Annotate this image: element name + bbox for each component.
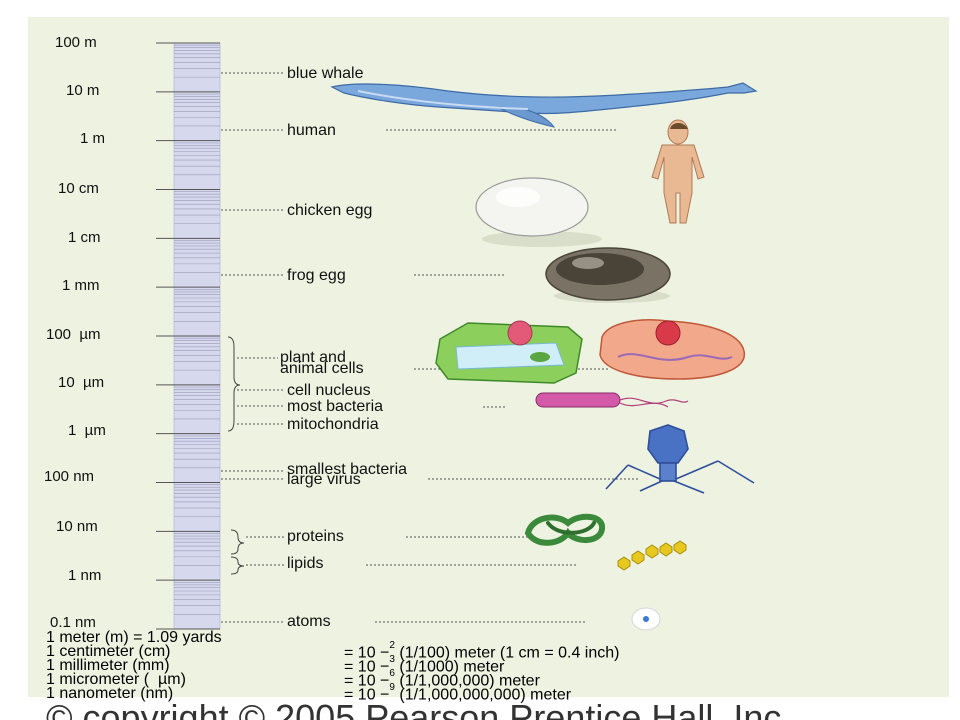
conversion-row: 1 micrometer ( µm) = 10 −6 (1/1,000,000)… — [46, 668, 926, 689]
tick-label: 10 µm — [58, 374, 104, 391]
conversion-row: 1 millimeter (mm) = 10 −3 (1/1000) meter — [46, 654, 926, 675]
tick-label: 1 m — [80, 130, 105, 147]
protein-icon — [524, 513, 605, 546]
virus-icon — [605, 424, 755, 494]
tick-label: 100 m — [55, 34, 97, 51]
tick-label: 100 nm — [44, 468, 94, 485]
label-smallest-bacteria: smallest bacteria — [287, 461, 407, 478]
scale-major-ticks — [156, 42, 220, 630]
label-human: human — [287, 122, 336, 139]
conversion-value: = 10 −3 (1/1000) meter — [344, 654, 505, 676]
label-lipids: lipids — [287, 555, 323, 572]
conversion-value: = 10 −9 (1/1,000,000,000) meter — [344, 682, 572, 704]
label-mitochondria: mitochondria — [287, 416, 379, 433]
label-cells-line1: plant and — [280, 349, 346, 366]
conversion-row: 1 centimeter (cm) = 10 −2 (1/100) meter … — [46, 640, 926, 661]
cells-icon — [435, 319, 745, 384]
label-atoms: atoms — [287, 613, 331, 630]
label-blue-whale: blue whale — [287, 65, 364, 82]
brackets — [227, 336, 245, 575]
tick-label: 10 cm — [58, 180, 99, 197]
chicken-egg-icon — [475, 177, 602, 247]
label-proteins: proteins — [287, 528, 344, 545]
tick-label: 1 mm — [62, 277, 100, 294]
tick-label: 10 m — [66, 82, 99, 99]
conversion-unit: 1 meter (m) = 1.09 yards — [46, 629, 222, 646]
human-figure-icon — [651, 119, 705, 224]
tick-label: 10 nm — [56, 518, 98, 535]
lipid-icon — [617, 540, 687, 571]
label-frog-egg: frog egg — [287, 267, 346, 284]
conversion-unit: 1 micrometer ( µm) — [46, 671, 186, 688]
label-chicken-egg: chicken egg — [287, 202, 372, 219]
frog-egg-icon — [545, 247, 671, 303]
label-most-bacteria: most bacteria — [287, 398, 383, 415]
tick-label: 100 µm — [46, 326, 101, 343]
scale-diagram: 100 m 10 m 1 m 10 cm 1 cm 1 mm 100 µm 10… — [44, 34, 758, 631]
conversion-unit: 1 centimeter (cm) — [46, 643, 171, 660]
tick-label: 1 nm — [68, 567, 101, 584]
tick-label: 1 µm — [68, 422, 106, 439]
conversion-value: = 10 −6 (1/1,000,000) meter — [344, 668, 540, 690]
label-cell-nucleus: cell nucleus — [287, 382, 371, 399]
unit-conversions: 1 meter (m) = 1.09 yards 1 centimeter (c… — [46, 629, 926, 703]
bacterium-icon — [535, 392, 689, 408]
copyright-notice: © copyright © 2005 Pearson Prentice Hall… — [46, 698, 792, 720]
tick-label: 1 cm — [68, 229, 101, 246]
label-large-virus: large virus — [287, 471, 361, 488]
conversion-row: 1 nanometer (nm) = 10 −9 (1/1,000,000,00… — [46, 682, 926, 703]
whale-icon — [330, 82, 758, 128]
conversion-unit: 1 nanometer (nm) — [46, 685, 174, 702]
conversion-unit: 1 millimeter (mm) — [46, 657, 170, 674]
tick-label: 0.1 nm — [50, 614, 96, 631]
conversion-row: 1 meter (m) = 1.09 yards — [46, 629, 926, 646]
conversion-value: = 10 −2 (1/100) meter (1 cm = 0.4 inch) — [344, 640, 620, 662]
slide: 100 m 10 m 1 m 10 cm 1 cm 1 mm 100 µm 10… — [28, 17, 949, 703]
label-cells-line2: animal cells — [280, 360, 364, 377]
atom-icon — [631, 607, 661, 631]
scale-minor-ticks — [174, 44, 220, 615]
